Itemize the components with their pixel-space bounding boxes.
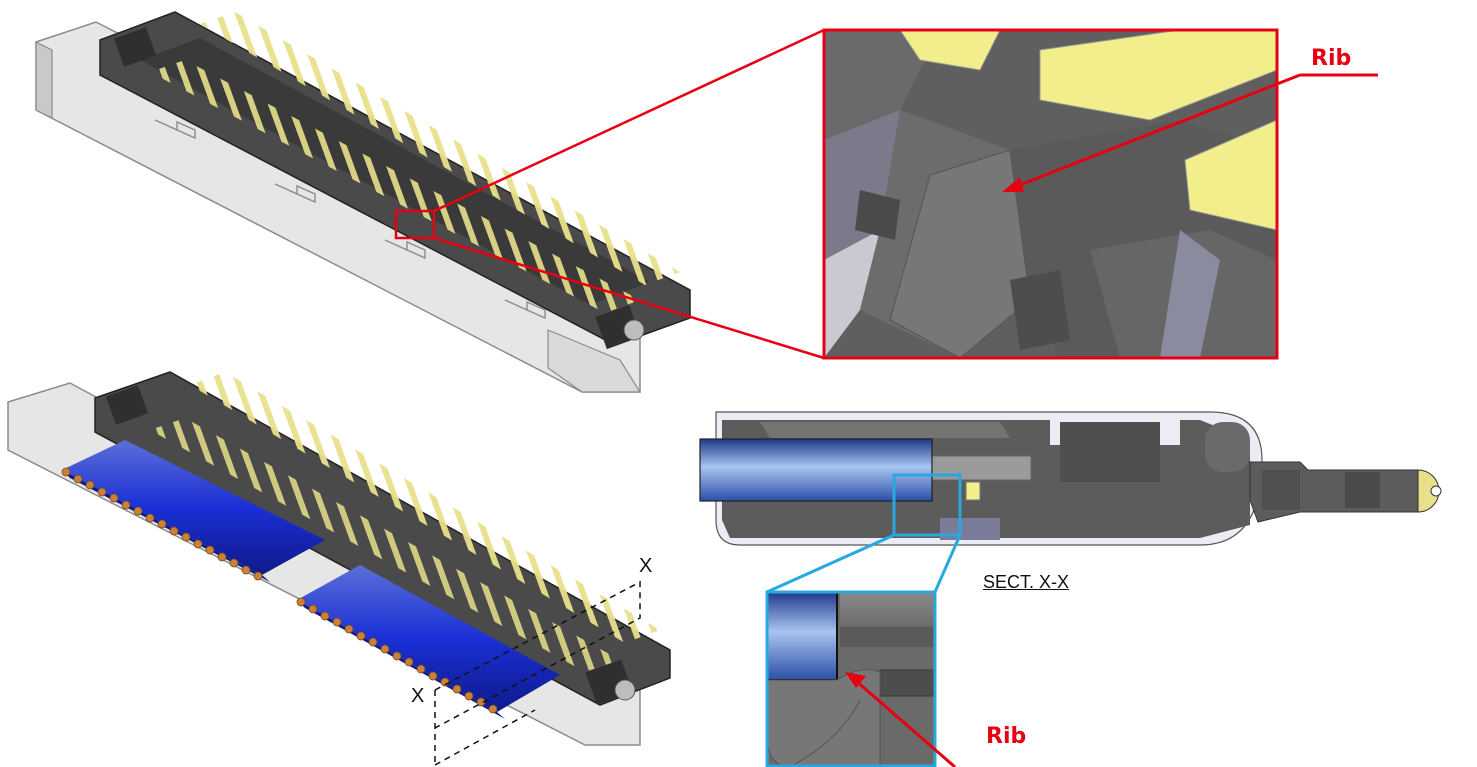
section-detail-box: [892, 473, 962, 537]
detail-line-left: [766, 533, 895, 594]
zoom-contact-3: [1184, 119, 1277, 231]
rib-arrowhead-lower: [845, 672, 866, 688]
bracket-slots: [154, 119, 546, 320]
zoom-line-upper: [433, 28, 825, 213]
contacts-lower-row: [150, 60, 640, 313]
cable-ends-right: [296, 597, 498, 714]
section-plane: [434, 580, 641, 766]
bracket-edge: [35, 41, 53, 119]
section-view: [699, 411, 1442, 546]
latch-left-lower: [105, 385, 149, 425]
section-conductor: [924, 455, 1032, 481]
rib-label-lower: Rib: [986, 724, 1027, 749]
section-mark-lower: X: [411, 685, 425, 707]
connector-bottom-view: [7, 371, 671, 766]
latch-left: [113, 27, 157, 67]
contacts-upper-row-lower: [190, 372, 660, 643]
contacts-upper-row: [200, 12, 680, 285]
cable-ends-left: [61, 467, 263, 581]
bracket-end-right: [547, 329, 642, 393]
rib-arrowhead-upper: [1002, 177, 1024, 192]
latch-pin-right-lower: [614, 679, 636, 701]
zoom-contact-2: [1039, 30, 1277, 121]
zoom-panel: [824, 30, 1277, 358]
rib-label-upper: Rib: [1311, 46, 1352, 71]
rib-arrow-lower: [854, 678, 956, 767]
latch-pin-right: [623, 319, 645, 341]
rib-shape: [889, 149, 1031, 358]
section-title: SECT. X-X: [983, 572, 1070, 592]
detail-panel-frame: [765, 590, 937, 767]
zoom-contact-1: [899, 30, 1001, 71]
connector-top-view: [35, 11, 691, 393]
section-cable: [699, 438, 933, 502]
zoom-line-lower: [433, 236, 825, 360]
detail-line-right: [933, 534, 962, 593]
contacts-lower-row-lower: [150, 418, 620, 672]
section-contact: [965, 481, 981, 501]
zoom-panel-frame: [822, 28, 1279, 360]
detail-panel: [767, 592, 935, 767]
rib-arrow-upper: [1011, 73, 1301, 190]
section-mark-upper: X: [639, 555, 653, 577]
detail-rib: [767, 669, 881, 767]
zoom-source-box: [394, 209, 436, 240]
